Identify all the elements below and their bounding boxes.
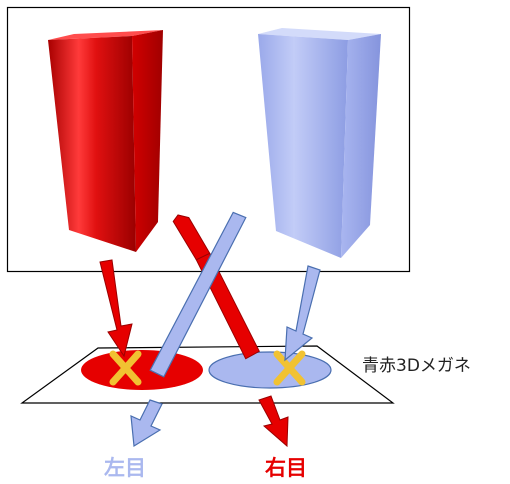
blue-block [258,28,381,258]
left-eye-arrow [130,399,163,448]
glasses-plane [20,345,395,404]
blue-block-side [341,34,381,258]
red-ray-blocked [99,259,133,358]
red-block [48,30,163,252]
blue-block-front [258,34,348,258]
red-lens-block-cross [109,350,142,386]
glasses-label: 青赤3Dメガネ [362,356,471,376]
blue-lens [208,351,332,389]
red-lens [81,350,203,390]
red-block-front [48,36,136,252]
red-block-side [132,30,163,252]
blue-ray-blocked [284,265,321,362]
blue-ray-left-eye [149,211,247,378]
blue-block-top [258,28,381,40]
right-eye-label: 右目 [265,456,307,480]
left-eye-label: 左目 [104,456,146,480]
blue-lens-block-cross [273,350,306,386]
red-ray-right-eye-upper [172,214,211,261]
right-eye-arrow [258,395,289,448]
red-block-top [48,30,163,40]
